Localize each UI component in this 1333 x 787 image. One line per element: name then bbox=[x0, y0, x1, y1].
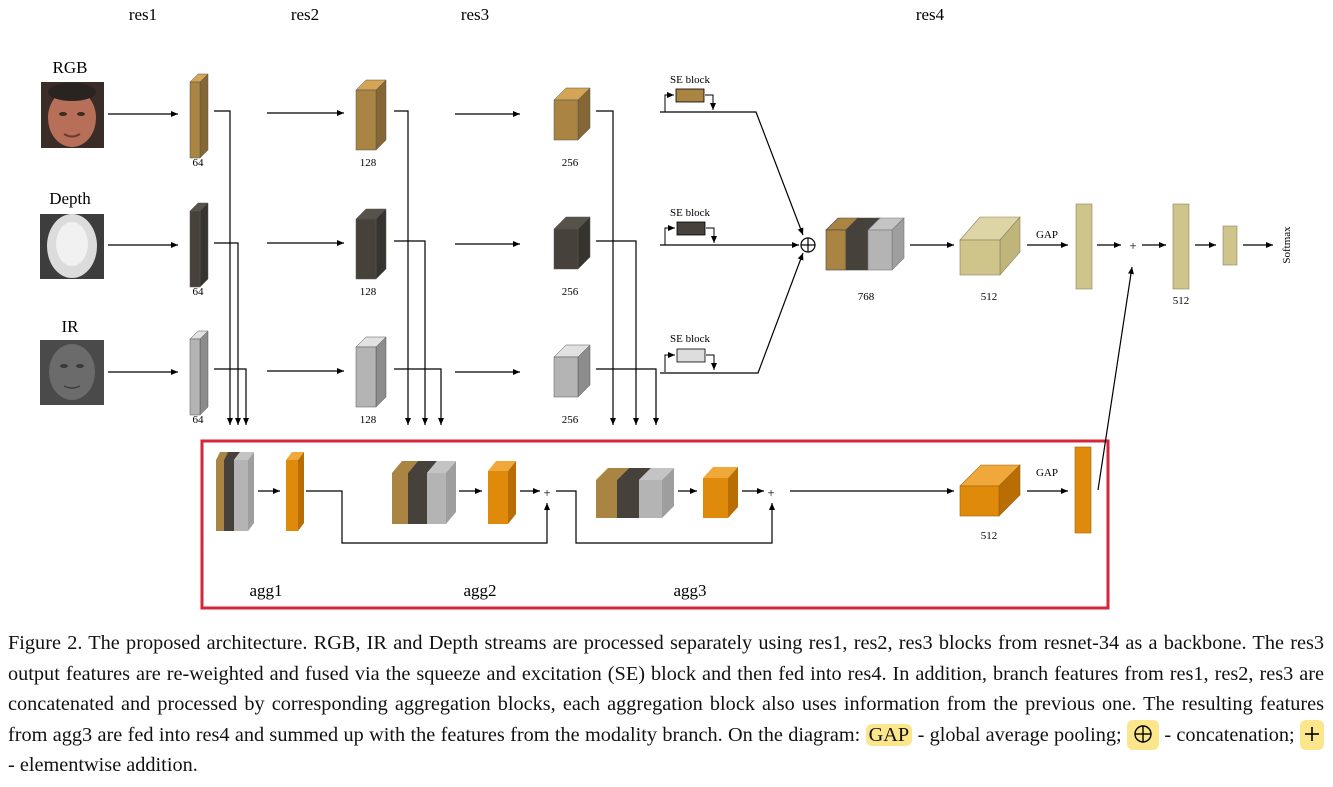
depth-res2-block bbox=[355, 208, 387, 280]
stage-label-res2: res2 bbox=[291, 5, 319, 24]
agg3-label: agg3 bbox=[673, 581, 706, 600]
agg1-label: agg1 bbox=[249, 581, 282, 600]
gap-label-top: GAP bbox=[1036, 229, 1058, 241]
se-block-ir: SE block bbox=[664, 333, 717, 372]
aggregation-region-box bbox=[200, 439, 1110, 610]
se-block-label: SE block bbox=[670, 333, 711, 345]
se-block-rgb: SE block bbox=[664, 74, 716, 112]
ir-res1-channels: 64 bbox=[193, 414, 205, 426]
agg1-concat-block bbox=[216, 452, 254, 531]
fc-output bbox=[1222, 225, 1238, 266]
depth-face-image bbox=[40, 214, 104, 279]
rgb-res3-channels: 256 bbox=[562, 157, 579, 169]
arrow-se-ir-to-concat bbox=[660, 252, 804, 374]
caption-plus-description: - elementwise addition. bbox=[8, 754, 198, 776]
concat-icon bbox=[1127, 719, 1159, 750]
depth-res3-block bbox=[553, 216, 591, 270]
input-label-depth: Depth bbox=[49, 189, 91, 208]
res1-drop-connectors bbox=[214, 110, 249, 425]
se-block-depth: SE block bbox=[664, 207, 717, 245]
res2-drop-connectors bbox=[394, 110, 444, 425]
agg3-sum-symbol: + bbox=[767, 485, 774, 500]
stage-label-res4: res4 bbox=[916, 5, 945, 24]
caption-concat-description: - concatenation; bbox=[1164, 723, 1295, 746]
agg2-label: agg2 bbox=[463, 581, 496, 600]
ir-face-image bbox=[40, 340, 104, 405]
ir-res2-channels: 128 bbox=[360, 414, 377, 426]
stream-blocks: 64 128 256 64 128 256 64 128 256 bbox=[189, 73, 591, 426]
res4-channels-label: 512 bbox=[981, 291, 998, 303]
ir-res3-channels: 256 bbox=[562, 414, 579, 426]
agg2-conv-block bbox=[488, 461, 516, 524]
fused-channels-label: 768 bbox=[858, 291, 875, 303]
plus-icon bbox=[1300, 719, 1325, 750]
res3-drop-connectors bbox=[596, 110, 659, 425]
agg2-concat-block bbox=[392, 461, 456, 524]
stage-label-res3: res3 bbox=[461, 5, 489, 24]
figure-caption: Figure 2. The proposed architecture. RGB… bbox=[8, 628, 1325, 781]
depth-res2-channels: 128 bbox=[360, 286, 377, 298]
caption-gap-term: GAP bbox=[865, 723, 913, 746]
agg3-conv-block bbox=[703, 467, 738, 518]
ir-res1-block bbox=[189, 330, 209, 416]
gap-vector-agg bbox=[1074, 446, 1092, 534]
arrow-agg-gap-to-sum bbox=[1097, 266, 1134, 491]
rgb-res2-block bbox=[355, 79, 387, 151]
fused-feature-block bbox=[825, 217, 905, 271]
gap-vector-res4 bbox=[1075, 203, 1093, 290]
agg1-output-connector bbox=[306, 490, 550, 544]
agg-res4-channels-label: 512 bbox=[981, 530, 998, 542]
caption-gap-description: - global average pooling; bbox=[917, 723, 1122, 746]
rgb-face-image bbox=[41, 82, 104, 148]
rgb-res3-block bbox=[553, 87, 591, 141]
rgb-res1-block bbox=[189, 73, 209, 159]
rgb-res2-channels: 128 bbox=[360, 157, 377, 169]
stage-label-res1: res1 bbox=[129, 5, 157, 24]
agg1-conv-block bbox=[286, 452, 304, 531]
ir-res3-block bbox=[553, 344, 591, 398]
caption-main-text: Figure 2. The proposed architecture. RGB… bbox=[8, 632, 1324, 746]
gap-label-bottom: GAP bbox=[1036, 467, 1058, 479]
sum-symbol-top: + bbox=[1129, 238, 1136, 253]
arrow-se-rgb-to-concat bbox=[660, 111, 804, 236]
agg-res4-block bbox=[959, 464, 1021, 517]
input-label-rgb: RGB bbox=[53, 58, 88, 77]
softmax-label: Softmax bbox=[1281, 226, 1293, 264]
res4-block bbox=[959, 216, 1021, 276]
concat-symbol bbox=[800, 237, 816, 253]
depth-res1-block bbox=[189, 202, 209, 288]
se-block-label: SE block bbox=[670, 207, 711, 219]
depth-res3-channels: 256 bbox=[562, 286, 579, 298]
summed-vector-channels: 512 bbox=[1173, 295, 1190, 307]
architecture-diagram: res1 res2 res3 res4 RGB Depth IR 64 128 25… bbox=[40, 5, 1293, 610]
summed-vector bbox=[1172, 203, 1190, 290]
agg3-concat-block bbox=[596, 468, 674, 518]
agg2-output-connector bbox=[556, 490, 775, 544]
depth-res1-channels: 64 bbox=[193, 286, 205, 298]
rgb-res1-channels: 64 bbox=[193, 157, 205, 169]
input-label-ir: IR bbox=[62, 317, 80, 336]
agg2-sum-symbol: + bbox=[543, 485, 550, 500]
ir-res2-block bbox=[355, 336, 387, 408]
se-block-label: SE block bbox=[670, 74, 711, 86]
